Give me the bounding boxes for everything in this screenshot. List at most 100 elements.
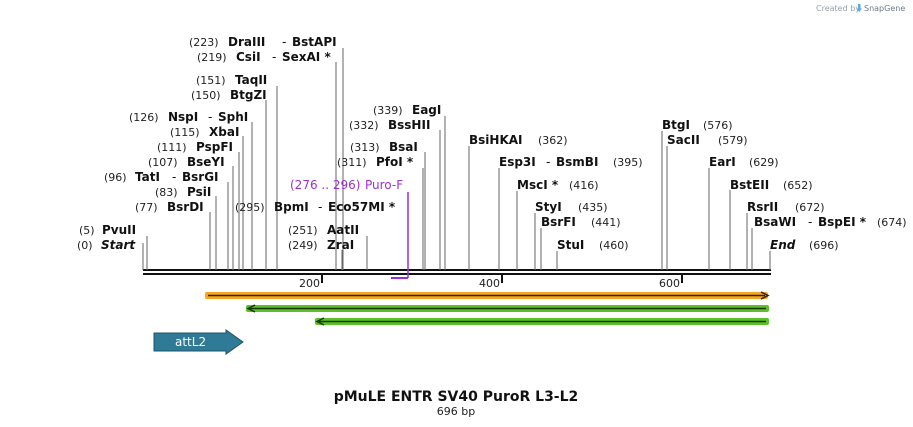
site-pos: (151)	[196, 74, 226, 87]
svg-text:-: -	[808, 215, 812, 229]
svg-text:-: -	[318, 200, 322, 214]
site-name[interactable]: BstEII	[730, 178, 769, 192]
site-pos: (416)	[569, 179, 599, 192]
site-name[interactable]: BsiHKAI	[469, 133, 523, 147]
svg-text:-: -	[282, 35, 286, 49]
credit-prefix: Created by	[816, 4, 860, 13]
map-subtitle: 696 bp	[437, 405, 475, 418]
ruler-label-400: 400	[479, 277, 500, 290]
ruler-label-600: 600	[659, 277, 680, 290]
sequence-backbone	[143, 269, 771, 275]
site-pos: (83)	[155, 186, 178, 199]
green-feature-track-2[interactable]	[315, 317, 769, 326]
site-pos: (460)	[599, 239, 629, 252]
site-name[interactable]: NspI	[168, 110, 198, 124]
site-labels: (223) DraIII - BstAPI (219) CsiI - SexAI…	[77, 35, 907, 252]
site-name[interactable]: XbaI	[209, 125, 239, 139]
site-pos: (96)	[104, 171, 127, 184]
snapgene-logo-icon	[856, 4, 862, 12]
site-pos: (295)	[235, 201, 265, 214]
site-name[interactable]: RsrII	[747, 200, 778, 214]
site-name[interactable]: BpmI	[274, 200, 309, 214]
primer-range: (276 .. 296)	[290, 178, 360, 192]
site-pos: (115)	[170, 126, 200, 139]
map-title: pMuLE ENTR SV40 PuroR L3-L2	[334, 389, 579, 405]
site-name-extra[interactable]: BsmBI	[556, 155, 598, 169]
site-pos: (435)	[578, 201, 608, 214]
primer-puro-f[interactable]: (276 .. 296) Puro-F	[290, 178, 409, 279]
site-pos: (652)	[783, 179, 813, 192]
site-name-extra[interactable]: BstAPI	[292, 35, 337, 49]
site-name[interactable]: BsaWI	[754, 215, 796, 229]
site-pos: (150)	[191, 89, 221, 102]
end-pos: (696)	[809, 239, 839, 252]
site-pos: (111)	[157, 141, 187, 154]
site-name[interactable]: BsaI	[389, 140, 418, 154]
end-label: End	[770, 238, 796, 252]
site-name[interactable]: AatII	[327, 223, 359, 237]
site-name[interactable]: PvuII	[102, 223, 136, 237]
site-pos: (249)	[288, 239, 318, 252]
site-name-extra[interactable]: Eco57MI *	[328, 200, 396, 214]
site-name-extra[interactable]: SexAI *	[282, 50, 331, 64]
site-pos: (579)	[718, 134, 748, 147]
site-pos: (629)	[749, 156, 779, 169]
svg-text:-: -	[172, 170, 176, 184]
site-name[interactable]: PsiI	[187, 185, 211, 199]
site-pos: (5)	[79, 224, 95, 237]
site-pos: (77)	[135, 201, 158, 214]
site-name[interactable]: BtgZI	[230, 88, 267, 102]
site-pos: (339)	[373, 104, 403, 117]
site-name[interactable]: PspFI	[196, 140, 233, 154]
site-name[interactable]: PfoI *	[376, 155, 414, 169]
start-pos: (0)	[77, 239, 93, 252]
site-name[interactable]: TaqII	[235, 73, 267, 87]
site-pos: (219)	[197, 51, 227, 64]
site-name[interactable]: Esp3I	[499, 155, 536, 169]
site-pos: (311)	[337, 156, 367, 169]
site-pos: (251)	[288, 224, 318, 237]
site-name[interactable]: MscI *	[517, 178, 559, 192]
site-pos: (674)	[877, 216, 907, 229]
site-pos: (126)	[129, 111, 159, 124]
site-pos: (576)	[703, 119, 733, 132]
svg-text:-: -	[546, 155, 550, 169]
site-name[interactable]: DraIII	[228, 35, 265, 49]
site-name[interactable]: BssHII	[388, 118, 430, 132]
site-name[interactable]: ZraI	[327, 238, 354, 252]
site-pos: (107)	[148, 156, 178, 169]
start-label: Start	[101, 238, 136, 252]
primer-name: Puro-F	[365, 178, 403, 192]
site-name[interactable]: BtgI	[662, 118, 690, 132]
site-name-extra[interactable]: BspEI *	[818, 215, 867, 229]
site-pos: (223)	[189, 36, 219, 49]
site-pos: (395)	[613, 156, 643, 169]
site-pos: (313)	[350, 141, 380, 154]
site-name-extra[interactable]: BsrGI	[182, 170, 219, 184]
site-pos: (362)	[538, 134, 568, 147]
svg-text:-: -	[272, 50, 276, 64]
green-feature-track-1[interactable]	[246, 304, 769, 313]
site-name[interactable]: StuI	[557, 238, 584, 252]
site-name[interactable]: BsrDI	[167, 200, 204, 214]
site-name-extra[interactable]: SphI	[218, 110, 248, 124]
ruler-label-200: 200	[299, 277, 320, 290]
svg-text:-: -	[208, 110, 212, 124]
orange-feature-track[interactable]	[205, 291, 770, 300]
credit-brand: SnapGene	[864, 4, 905, 13]
site-pos: (441)	[591, 216, 621, 229]
site-name[interactable]: StyI	[535, 200, 562, 214]
feature-attl2-label: attL2	[175, 335, 206, 349]
site-name[interactable]: EarI	[709, 155, 736, 169]
site-name[interactable]: BseYI	[187, 155, 225, 169]
cut-site-lines	[142, 48, 771, 270]
site-pos: (672)	[795, 201, 825, 214]
site-name[interactable]: EagI	[412, 103, 441, 117]
site-name[interactable]: SacII	[667, 133, 700, 147]
site-name[interactable]: BsrFI	[541, 215, 576, 229]
site-name[interactable]: TatI	[135, 170, 160, 184]
feature-attl2[interactable]: attL2	[153, 329, 244, 355]
site-pos: (332)	[349, 119, 379, 132]
site-name[interactable]: CsiI	[236, 50, 261, 64]
